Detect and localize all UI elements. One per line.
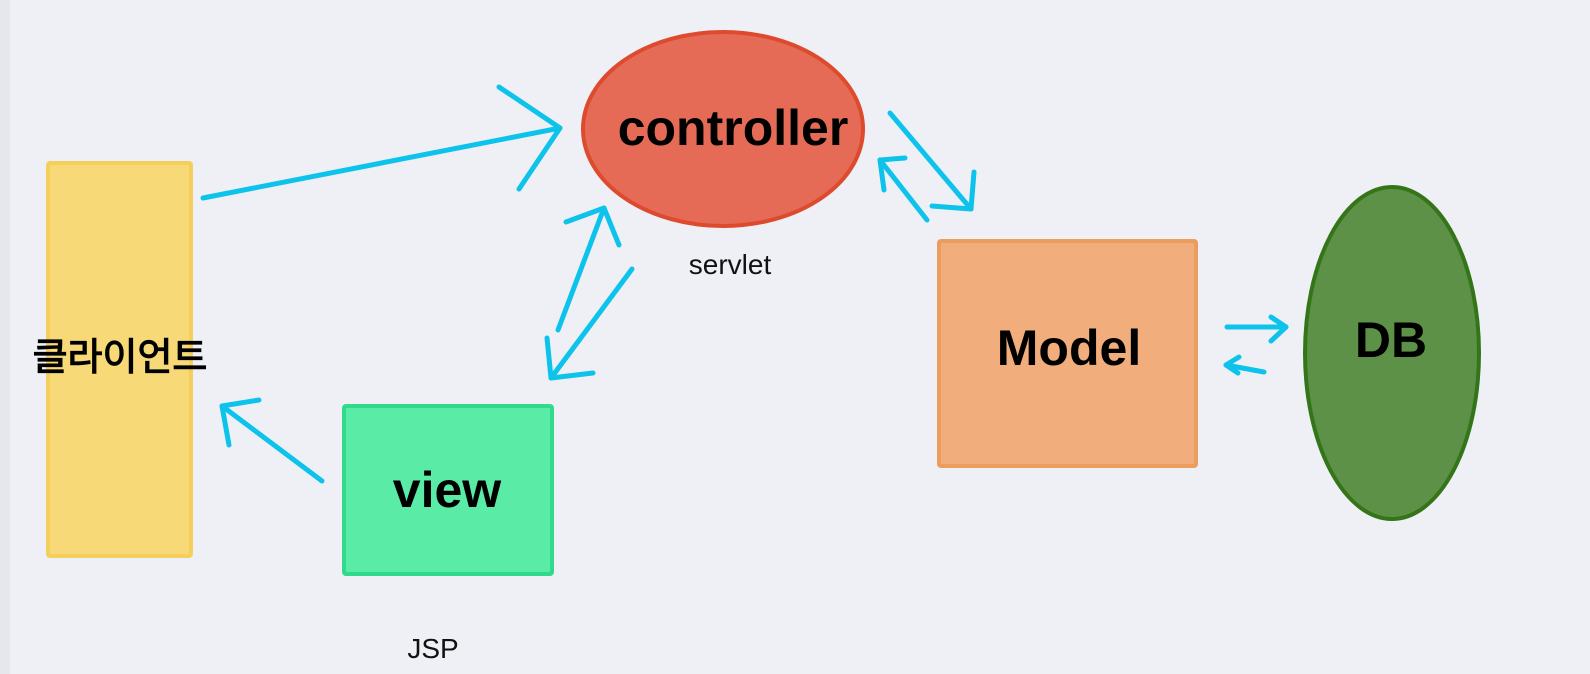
model-box[interactable] (937, 239, 1198, 468)
arrow-controller-to-view (548, 266, 635, 381)
left-edge-strip (0, 0, 10, 674)
arrowhead-db-to-model (1223, 354, 1242, 376)
arrowhead-view-to-client (219, 397, 262, 448)
arrow-controller-to-model (887, 110, 974, 212)
arrowhead-model-to-db (1268, 314, 1289, 344)
arrow-db-to-model (1223, 362, 1267, 375)
controller-label: controller (618, 100, 849, 156)
arrowhead-view-to-controller (563, 205, 622, 248)
jsp-caption: JSP (407, 633, 458, 664)
arrow-model-to-controller (877, 157, 930, 223)
arrowhead-controller-to-view (544, 335, 596, 381)
controller-ellipse[interactable] (581, 30, 865, 228)
view-label: view (393, 462, 502, 518)
model-label: Model (997, 320, 1141, 376)
arrow-view-to-client (219, 403, 325, 484)
arrowhead-controller-to-model (929, 169, 977, 212)
arrowhead-client-to-controller (496, 84, 563, 192)
client-label: 클라이언트 (33, 337, 208, 379)
client-box[interactable] (46, 161, 193, 558)
arrowhead-model-to-controller (877, 155, 908, 193)
servlet-caption: servlet (689, 249, 772, 280)
db-ellipse[interactable] (1303, 185, 1481, 521)
db-label: DB (1355, 312, 1427, 368)
arrow-view-to-controller (555, 205, 607, 333)
arrow-client-to-controller (200, 125, 563, 201)
view-box[interactable] (342, 404, 554, 576)
